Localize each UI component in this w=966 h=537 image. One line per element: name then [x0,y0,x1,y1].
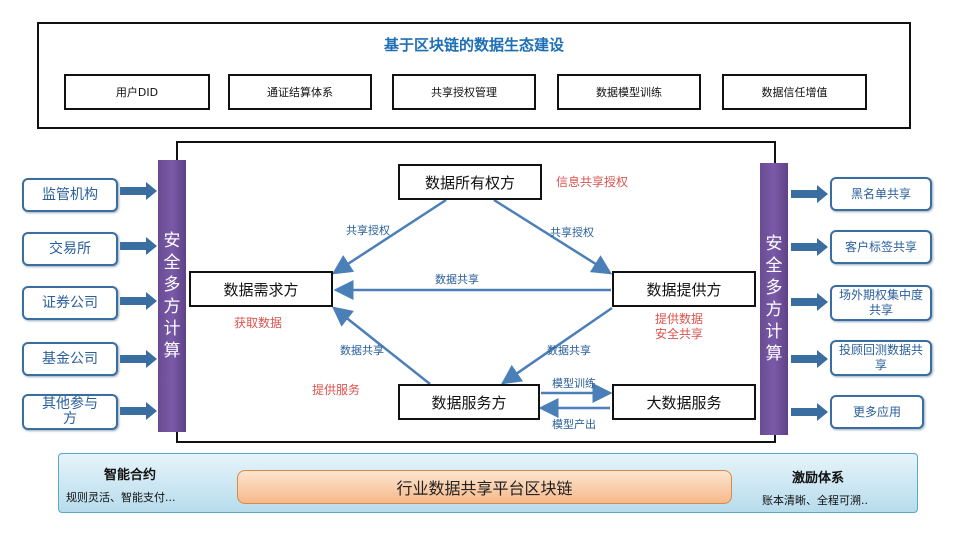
node-data-demand: 数据需求方 [189,271,333,307]
incentive-title: 激励体系 [792,471,845,486]
left-item-exchange: 交易所 [22,232,118,266]
note-info-share-auth: 信息共享授权 [556,175,629,189]
node-data-owner: 数据所有权方 [398,164,542,200]
left-mpc-pillar: 安全多方计算 [158,160,186,432]
node-bigdata-service: 大数据服务 [612,384,756,420]
left-item-securities: 证券公司 [22,286,118,320]
note-provide-data-line2: 安全共享 [655,327,704,341]
right-item-blacklist: 黑名单共享 [830,177,932,211]
arrow-owner-to-demand [331,198,447,275]
note-provide-data-line1: 提供数据 [655,312,704,326]
top-item-token-settlement: 通证结算体系 [228,74,372,110]
left-item-fund: 基金公司 [22,342,118,376]
right-item-backtest: 投顾回测数据共享 [830,340,932,376]
right-item-customer-tags: 客户标签共享 [830,230,932,264]
top-frame [37,22,911,129]
edge-label-model-output: 模型产出 [552,418,596,431]
top-item-user-did: 用户DID [64,74,210,110]
left-item-regulator: 监管机构 [22,178,118,212]
arrow-provider-to-service [500,306,613,385]
note-provide-service: 提供服务 [312,383,361,397]
node-data-service: 数据服务方 [398,384,540,420]
smart-contract-sub: 规则灵活、智能支付... [66,491,176,504]
smart-contract-title: 智能合约 [104,468,157,483]
right-item-otc-options: 场外期权集中度共享 [830,285,932,321]
edge-label-share-auth-right: 共享授权 [550,226,594,239]
top-item-trust-value: 数据信任增值 [722,74,867,110]
right-item-more: 更多应用 [830,395,924,429]
edge-label-data-share-right: 数据共享 [547,344,591,357]
edge-label-data-share-left: 数据共享 [340,344,384,357]
edge-label-data-share-top: 数据共享 [435,273,479,286]
left-side-arrows [120,182,157,420]
arrow-owner-to-provider [493,198,613,275]
edge-label-model-training: 模型训练 [552,377,596,390]
incentive-sub: 账本清晰、全程可溯.. [762,494,868,507]
edge-label-share-auth-left: 共享授权 [346,224,390,237]
right-side-arrows [791,185,828,421]
top-title: 基于区块链的数据生态建设 [383,36,564,54]
arrow-service-to-demand [332,306,431,385]
node-data-provider: 数据提供方 [612,271,756,307]
top-item-model-training: 数据模型训练 [557,74,701,110]
right-mpc-pillar: 安全多方计算 [760,163,788,435]
platform-bar: 行业数据共享平台区块链 [237,470,732,504]
top-item-share-auth: 共享授权管理 [392,74,536,110]
note-get-data: 获取数据 [234,316,283,330]
left-item-others: 其他参与方 [22,394,118,430]
